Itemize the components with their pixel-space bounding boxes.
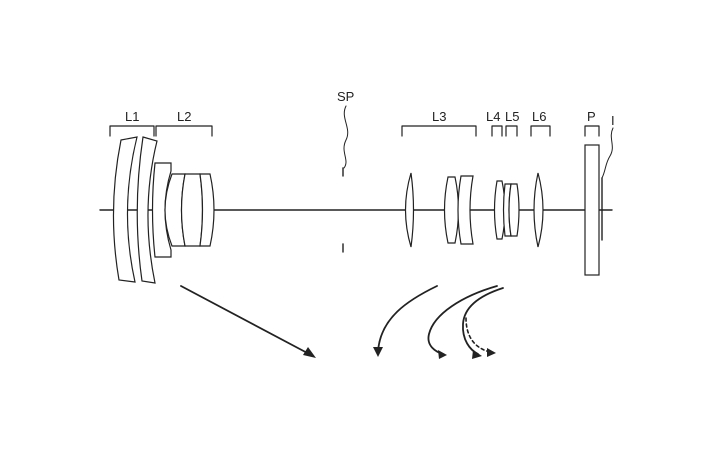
lens-l3-element-2: [443, 176, 460, 244]
lens-l1-element-1: [112, 136, 138, 283]
prism-block: [584, 144, 600, 276]
label-p: P: [587, 109, 596, 124]
lens-group-l1: [112, 136, 158, 284]
lens-l6-element-1: [533, 172, 544, 248]
lens-group-l6: [533, 172, 544, 248]
bracket-l5: [505, 125, 518, 137]
trajectory-l4: [427, 285, 498, 355]
trajectory-l5-dashed: [465, 317, 491, 353]
label-image-plane: I: [611, 113, 615, 128]
lens-l3-element-1: [404, 172, 415, 248]
bracket-p: [584, 125, 600, 137]
lens-l5-element-2: [508, 183, 520, 237]
label-l1: L1: [125, 109, 139, 124]
trajectory-l3: [377, 285, 438, 353]
lens-l2-element-1: [151, 162, 172, 258]
bracket-l2: [155, 125, 213, 137]
arrowhead-l1-l2: [303, 347, 316, 358]
lens-group-l3: [404, 172, 474, 248]
arrowhead-l5-dashed: [487, 348, 496, 357]
lens-l2-element-3: [180, 173, 204, 247]
aperture-stop: [342, 105, 349, 253]
lens-group-l5: [502, 183, 520, 237]
image-plane-leader-line: [601, 127, 614, 179]
arrowhead-l5: [472, 350, 482, 359]
lens-l1-element-2: [136, 136, 158, 284]
label-l2: L2: [177, 109, 191, 124]
arrowhead-l3: [373, 347, 383, 357]
trajectory-l5: [462, 287, 504, 355]
lens-group-l2: [151, 162, 215, 258]
bracket-l6: [530, 125, 551, 137]
movement-arrows: [180, 285, 504, 359]
label-l4: L4: [486, 109, 500, 124]
bracket-l1: [109, 125, 155, 137]
label-l6: L6: [532, 109, 546, 124]
stop-leader-line: [343, 105, 349, 169]
label-sp: SP: [337, 89, 354, 104]
bracket-l3: [401, 125, 477, 137]
arrowhead-l4: [438, 350, 447, 359]
lens-l2-element-4: [199, 173, 215, 247]
lens-l3-element-3: [457, 175, 474, 245]
label-l5: L5: [505, 109, 519, 124]
bracket-l4: [491, 125, 503, 137]
label-l3: L3: [432, 109, 446, 124]
trajectory-l1-l2: [180, 285, 314, 357]
